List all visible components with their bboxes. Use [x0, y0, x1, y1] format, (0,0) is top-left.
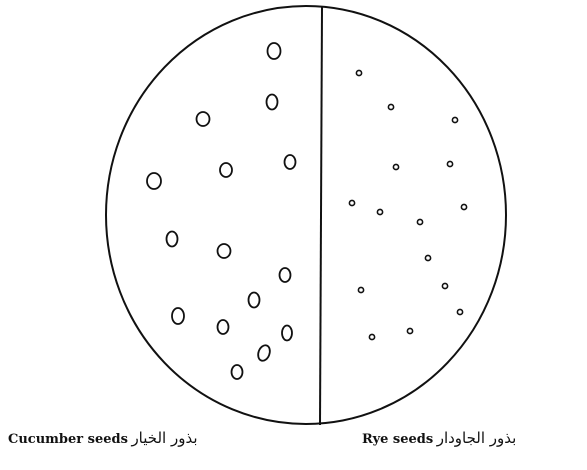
rye-seed: [377, 209, 382, 214]
rye-seeds-label: Rye seeds بذور الجاودار: [362, 428, 516, 450]
rye-seed: [388, 104, 393, 109]
cucumber-seeds: [147, 43, 296, 379]
rye-seed: [452, 117, 457, 122]
rye-seed: [369, 334, 374, 339]
cucumber-seed: [167, 232, 178, 247]
cucumber-seeds-label-en: Cucumber seeds: [8, 432, 128, 447]
cucumber-seed: [232, 365, 243, 379]
cucumber-seed: [280, 268, 291, 282]
cucumber-seed: [285, 155, 296, 169]
rye-seed: [442, 283, 447, 288]
cucumber-seeds-label-ar: بذور الخيار: [131, 429, 197, 447]
rye-seed: [461, 204, 466, 209]
cucumber-seed: [218, 244, 231, 258]
cucumber-seed: [172, 308, 184, 324]
cucumber-seed: [282, 326, 292, 341]
cucumber-seed: [220, 163, 232, 177]
rye-seed: [457, 309, 462, 314]
rye-seed: [417, 219, 422, 224]
rye-seeds-label-en: Rye seeds: [362, 432, 433, 447]
divider-line: [320, 7, 322, 425]
rye-seed: [349, 200, 354, 205]
rye-seeds: [349, 70, 466, 339]
rye-seed: [358, 287, 363, 292]
cucumber-seed: [147, 173, 161, 189]
rye-seeds-label-ar: بذور الجاودار: [437, 429, 517, 447]
cucumber-seeds-label: Cucumber seeds بذور الخيار: [8, 428, 198, 450]
rye-seed: [393, 164, 398, 169]
cucumber-seed: [197, 112, 210, 126]
rye-seed: [356, 70, 361, 75]
cucumber-seed: [267, 95, 278, 110]
petri-dish-outline: [106, 6, 506, 424]
cucumber-seed: [268, 43, 281, 59]
rye-seed: [425, 255, 430, 260]
rye-seed: [407, 328, 412, 333]
cucumber-seed: [218, 320, 229, 334]
cucumber-seed: [256, 344, 272, 363]
cucumber-seed: [249, 293, 260, 308]
rye-seed: [447, 161, 452, 166]
